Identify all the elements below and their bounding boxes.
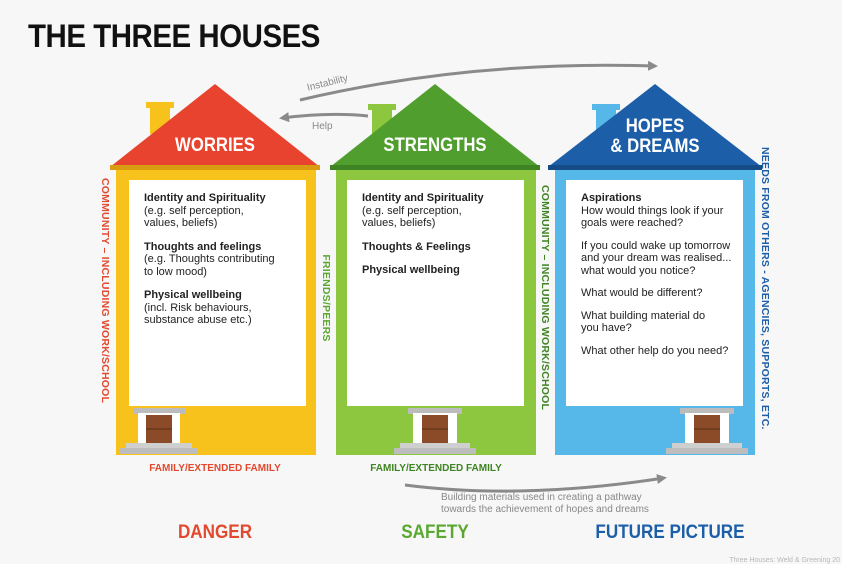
worries-family-label: FAMILY/EXTENDED FAMILY: [149, 463, 281, 474]
worries-roof: [110, 84, 320, 167]
hopes-roof: [548, 84, 762, 167]
pathway-note: Building materials used in creating a pa…: [441, 492, 649, 515]
aspirations-heading: Aspirations: [581, 192, 642, 204]
hopes-question: What other help do you need?: [581, 344, 729, 357]
strengths-family-label: FAMILY/EXTENDED FAMILY: [370, 463, 502, 474]
pathway-arrow: [404, 474, 667, 493]
strengths-roof: [330, 84, 540, 167]
hopes-question: What building material do you have?: [581, 309, 706, 335]
future-picture-label: FUTURE PICTURE: [595, 522, 745, 543]
strengths-item-heading: Thoughts & Feelings: [362, 240, 471, 253]
aspirations-item: Aspirations How would things look if you…: [581, 192, 733, 230]
worries-item-heading: Thoughts and feelings: [144, 240, 262, 253]
strengths-item-heading: Identity and Spirituality: [362, 192, 484, 204]
hopes-item: What building material do you have?: [581, 310, 733, 335]
hopes-item: What would be different?: [581, 287, 733, 300]
worries-item-heading: Identity and Spirituality: [144, 192, 266, 204]
safety-label: SAFETY: [401, 522, 469, 543]
hopes-question: If you could wake up tomorrow and your d…: [581, 239, 732, 277]
worries-item-heading: Physical wellbeing: [144, 289, 242, 301]
worries-item: Thoughts and feelings (e.g. Thoughts con…: [144, 241, 296, 279]
hopes-title-line2: & DREAMS: [610, 136, 700, 157]
worries-panel: Identity and Spirituality (e.g. self per…: [129, 180, 306, 406]
worries-community-label: COMMUNITY – INCLUDING WORK/SCHOOL: [99, 178, 111, 404]
hopes-question: What would be different?: [581, 287, 703, 299]
strengths-title: STRENGTHS: [383, 135, 487, 156]
friends-peers-label: FRIENDS/PEERS: [320, 254, 332, 342]
worries-item-detail: (e.g. self perception, values, beliefs): [144, 204, 244, 230]
hopes-title-line1: HOPES: [625, 116, 685, 137]
needs-from-others-label: NEEDS FROM OTHERS - AGENCIES, SUPPORTS, …: [759, 147, 771, 430]
instability-arrow: [299, 60, 658, 102]
strengths-item-heading: Physical wellbeing: [362, 264, 460, 276]
worries-title: WORRIES: [175, 135, 255, 156]
strengths-panel: Identity and Spirituality (e.g. self per…: [347, 180, 524, 406]
strengths-item: Identity and Spirituality (e.g. self per…: [362, 192, 514, 230]
credit-text: Three Houses: Weld & Greening 20: [729, 557, 840, 564]
hopes-panel: Aspirations How would things look if you…: [566, 180, 743, 406]
danger-label: DANGER: [177, 522, 253, 543]
worries-item: Physical wellbeing (incl. Risk behaviour…: [144, 289, 296, 327]
strengths-item: Thoughts & Feelings: [362, 241, 514, 254]
hopes-item: If you could wake up tomorrow and your d…: [581, 240, 733, 278]
strengths-item: Physical wellbeing: [362, 264, 514, 277]
page-title: THE THREE HOUSES: [28, 18, 320, 54]
strengths-community-label: COMMUNITY – INCLUDING WORK/SCHOOL: [539, 185, 551, 411]
strengths-item-detail: (e.g. self perception, values, beliefs): [362, 204, 462, 230]
worries-item: Identity and Spirituality (e.g. self per…: [144, 192, 296, 230]
worries-item-detail: (e.g. Thoughts contributing to low mood): [144, 253, 275, 278]
hopes-item: What other help do you need?: [581, 345, 733, 358]
worries-item-detail: (incl. Risk behaviours, substance abuse …: [144, 301, 252, 327]
help-arrow: [279, 112, 369, 123]
hopes-title: HOPES & DREAMS: [602, 117, 708, 157]
help-label: Help: [312, 121, 333, 132]
hopes-question: How would things look if your goals were…: [581, 204, 724, 230]
